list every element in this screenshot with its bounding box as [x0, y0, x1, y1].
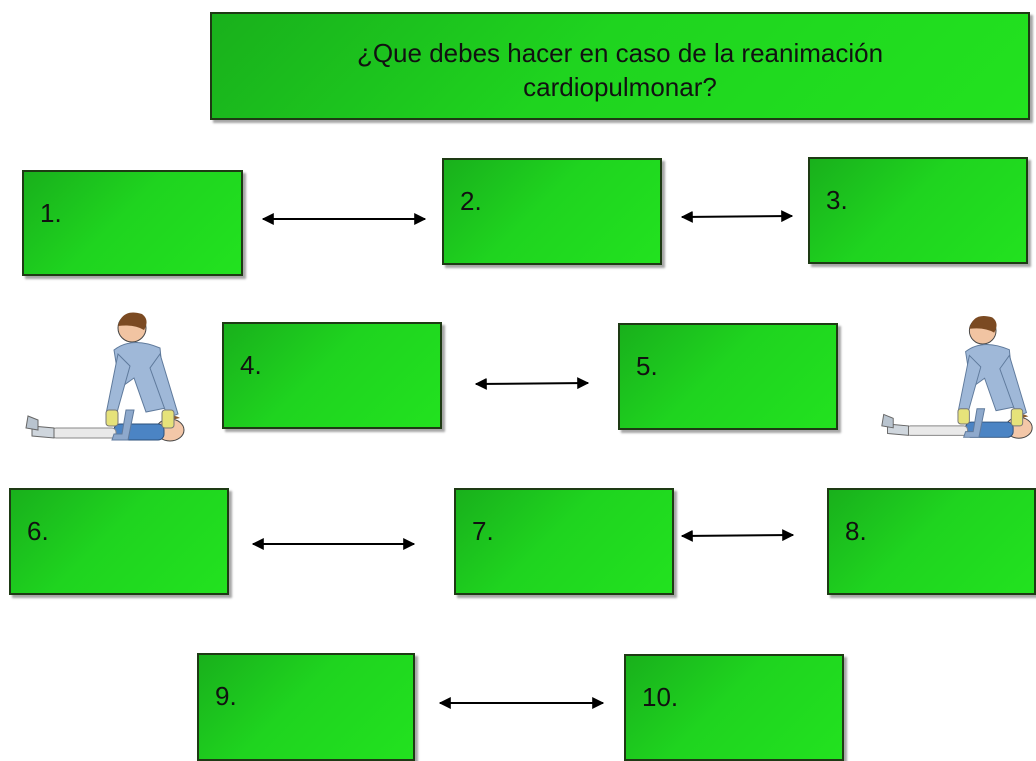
step-box-2: 2. [442, 158, 662, 265]
step-label-3: 3. [826, 185, 848, 215]
arrow-7-8 [680, 529, 795, 542]
step-label-7: 7. [472, 516, 494, 546]
step-box-3: 3. [808, 157, 1028, 264]
arrow-2-3 [680, 210, 794, 223]
cpr-rescuer-icon [881, 315, 1033, 439]
title-line-1: ¿Que debes hacer en caso de la reanimaci… [356, 38, 884, 68]
step-box-9: 9. [197, 653, 415, 761]
step-box-5: 5. [618, 323, 838, 430]
step-label-5: 5. [636, 351, 658, 381]
step-box-4: 4. [222, 322, 442, 429]
step-label-4: 4. [240, 350, 262, 380]
step-label-1: 1. [40, 198, 62, 228]
step-label-9: 9. [215, 681, 237, 711]
step-box-7: 7. [454, 488, 674, 595]
step-box-1: 1. [22, 170, 243, 276]
step-box-6: 6. [9, 488, 229, 595]
arrow-4-5 [474, 377, 590, 390]
step-label-10: 10. [642, 682, 679, 712]
step-label-8: 8. [845, 516, 867, 546]
step-label-2: 2. [460, 186, 482, 216]
title-line-2: cardiopulmonar? [523, 72, 717, 102]
cpr-rescuer-icon [25, 312, 185, 442]
step-label-6: 6. [27, 516, 49, 546]
page-title: ¿Que debes hacer en caso de la reanimaci… [210, 12, 1030, 120]
step-box-8: 8. [827, 488, 1036, 595]
